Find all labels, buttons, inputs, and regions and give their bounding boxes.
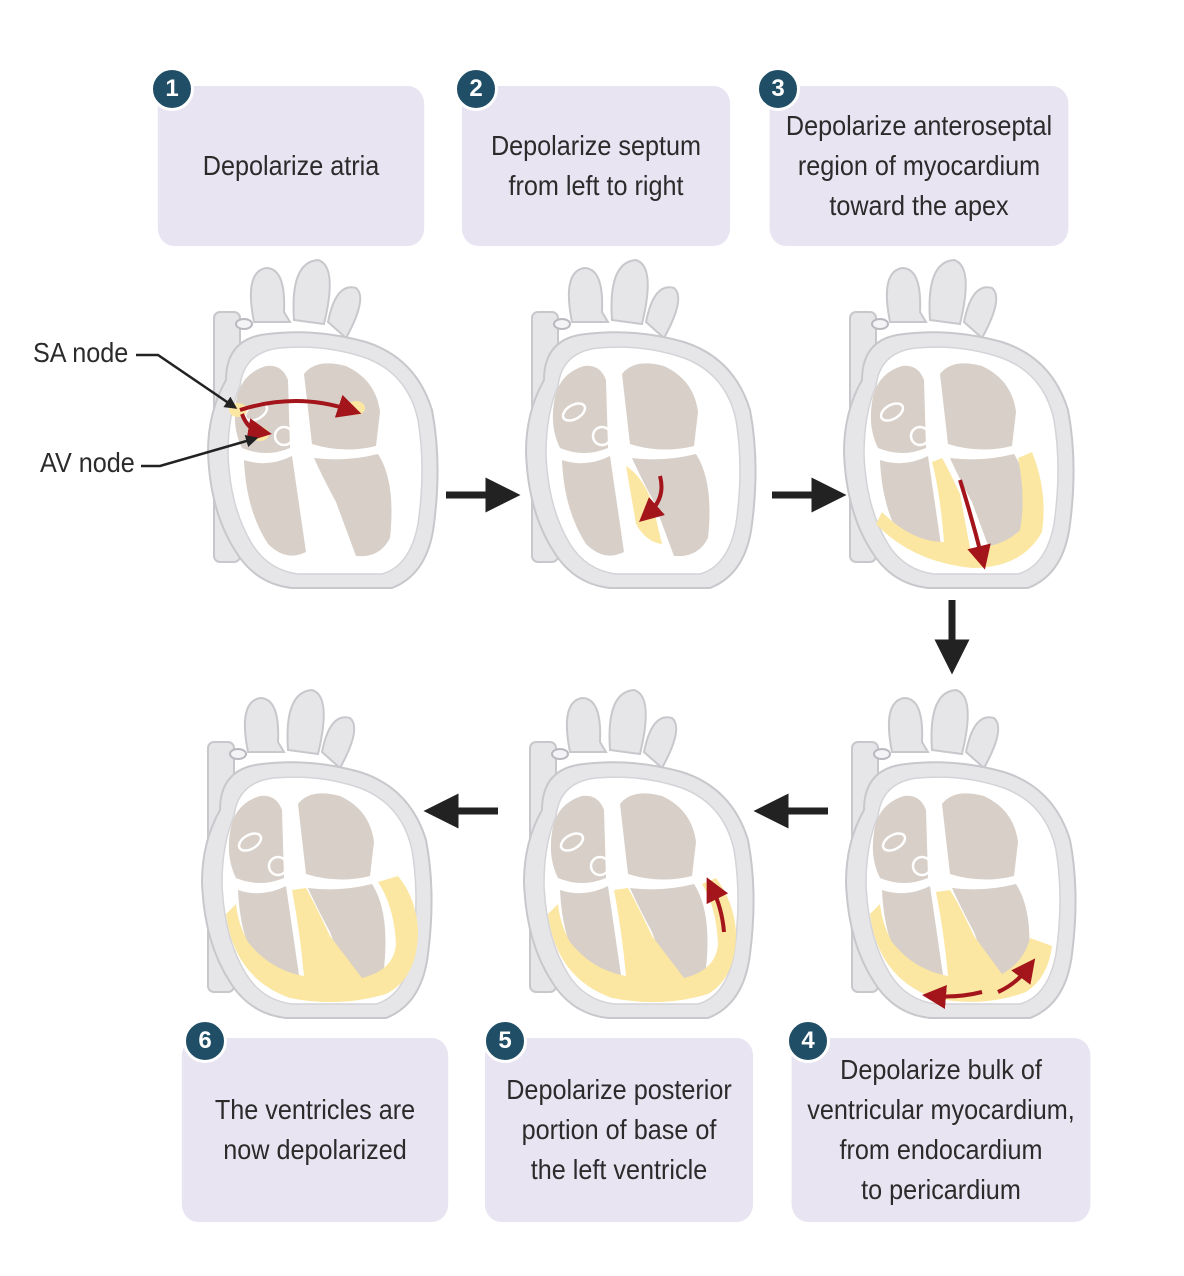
heart-step-1 (206, 258, 439, 590)
step-2-box: Depolarize septum from left to right (461, 86, 731, 246)
step-4-text: Depolarize bulk of ventricular myocardiu… (807, 1054, 1075, 1205)
depolarized-region (548, 878, 736, 1003)
step-4-badge: 4 (786, 1019, 830, 1063)
conduction-arrow (239, 394, 362, 418)
depolarized-region (876, 452, 1044, 568)
heart-step-3 (842, 258, 1075, 590)
step-1-badge: 1 (150, 67, 194, 111)
step-3-badge: 3 (756, 67, 800, 111)
step-5-box: Depolarize posterior portion of base of … (484, 1038, 754, 1222)
conduction-arrow (997, 958, 1036, 994)
conduction-arrow (922, 985, 983, 1009)
heart-step-4 (844, 688, 1077, 1020)
step-5-badge: 5 (483, 1019, 527, 1063)
heart-step-5 (522, 688, 755, 1020)
step-6-badge: 6 (183, 1019, 227, 1063)
step-5-text: Depolarize posterior portion of base of … (506, 1074, 732, 1185)
sa-node-label: SA node (33, 337, 129, 368)
step-3-box: Depolarize anteroseptal region of myocar… (769, 86, 1069, 246)
depolarized-region (226, 876, 418, 1003)
step-6-text: The ventricles are now depolarized (214, 1094, 416, 1165)
heart-step-6 (200, 688, 433, 1020)
av-node-label: AV node (40, 447, 135, 478)
step-1-text: Depolarize atria (202, 150, 380, 181)
step-2-badge: 2 (454, 67, 498, 111)
step-6-box: The ventricles are now depolarized (181, 1038, 449, 1222)
av-node-pointer (141, 435, 259, 468)
depolarized-region (870, 890, 1052, 1002)
step-4-box: Depolarize bulk of ventricular myocardiu… (791, 1038, 1091, 1222)
step-1-box: Depolarize atria (157, 86, 425, 246)
conduction-arrow (706, 877, 729, 933)
step-2-text: Depolarize septum from left to right (490, 130, 702, 201)
sa-node-pointer (136, 353, 238, 409)
step-3-text: Depolarize anteroseptal region of myocar… (785, 110, 1053, 221)
conduction-arrow (240, 413, 272, 442)
heart-step-2 (524, 258, 757, 590)
conduction-arrow (958, 479, 991, 570)
conduction-arrow (639, 475, 665, 522)
